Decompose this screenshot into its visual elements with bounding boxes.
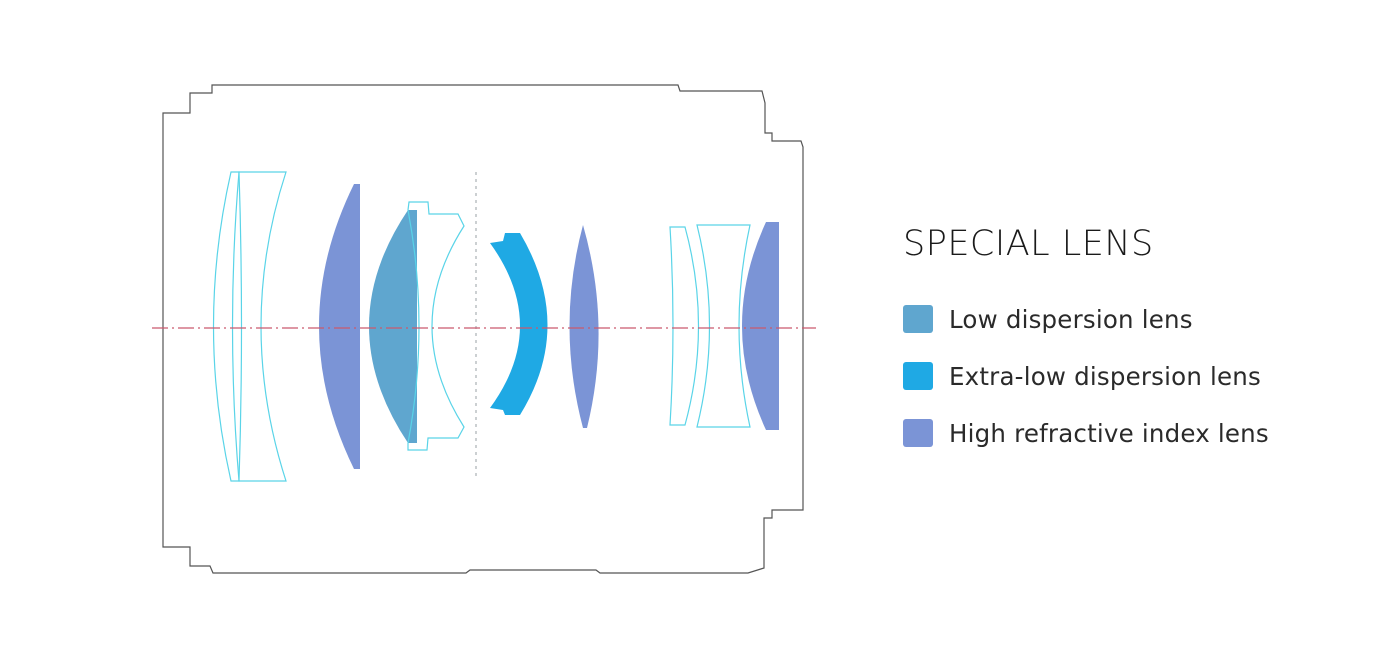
legend-item-high-refractive-index: High refractive index lens xyxy=(903,418,1373,448)
lens-construction-diagram xyxy=(152,84,816,574)
lens-element-3 xyxy=(407,201,465,451)
high-refractive-lens-2 xyxy=(569,225,599,428)
lens-element-4 xyxy=(669,226,700,426)
high-refractive-lens-1 xyxy=(319,184,360,469)
high-refractive-lens-3 xyxy=(742,222,779,430)
special-lens-legend: SPECIAL LENS Low dispersion lens Extra-l… xyxy=(903,222,1373,475)
legend-title: SPECIAL LENS xyxy=(903,224,1154,264)
high-refractive-index-swatch xyxy=(903,419,933,447)
low-dispersion-swatch xyxy=(903,305,933,333)
extra-low-dispersion-swatch xyxy=(903,362,933,390)
lens-element-group-6 xyxy=(669,224,751,428)
legend-item-low-dispersion: Low dispersion lens xyxy=(903,304,1373,334)
legend-label: Extra-low dispersion lens xyxy=(949,361,1262,391)
legend-label: High refractive index lens xyxy=(949,418,1269,448)
low-dispersion-lens-1 xyxy=(369,210,417,443)
lens-element-1 xyxy=(212,171,240,482)
lens-element-2 xyxy=(238,171,287,482)
legend-label: Low dispersion lens xyxy=(949,304,1193,334)
extra-low-dispersion-lens-1 xyxy=(490,233,548,415)
legend-item-extra-low-dispersion: Extra-low dispersion lens xyxy=(903,361,1373,391)
lens-element-5 xyxy=(696,224,751,428)
lens-element-group-1 xyxy=(212,171,287,482)
lens-barrel-outline xyxy=(162,84,804,574)
